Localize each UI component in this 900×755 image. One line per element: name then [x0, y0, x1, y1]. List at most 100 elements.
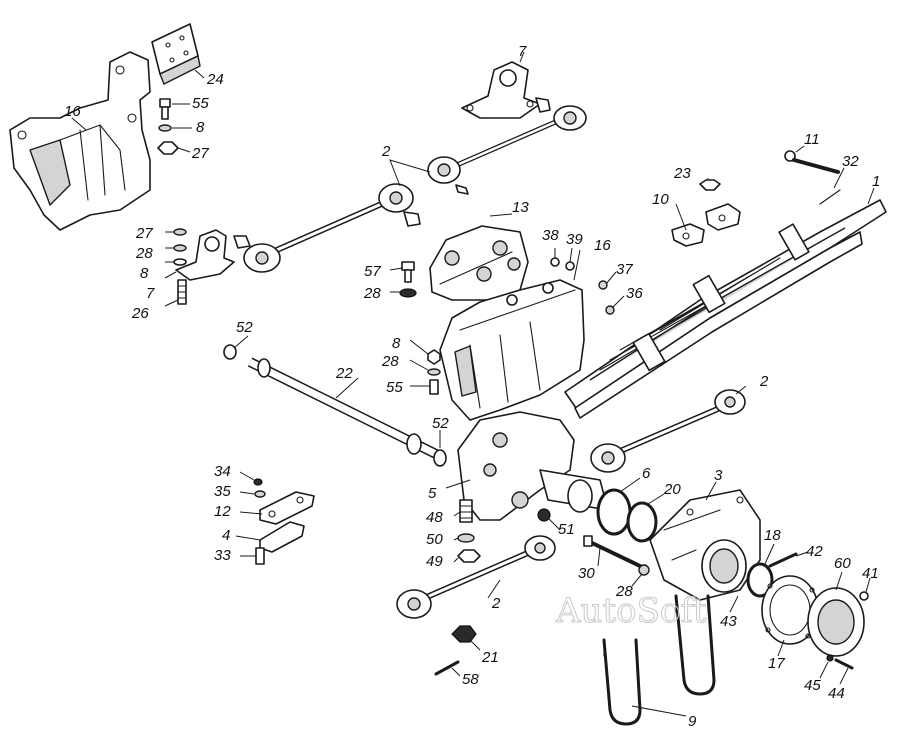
parts-plates-left	[253, 478, 315, 565]
callout-8-center: 8	[392, 335, 401, 352]
callout-35: 35	[214, 483, 231, 500]
part-42-screw	[768, 552, 798, 568]
part-21-nut	[451, 625, 477, 643]
part-60-cover	[807, 587, 865, 657]
part-32-pin	[819, 189, 841, 205]
fasteners-upper-group	[157, 98, 179, 155]
callout-34: 34	[214, 463, 231, 480]
callout-57: 57	[364, 263, 381, 280]
callout-28-mid: 28	[363, 285, 381, 302]
part-45-44-fasteners	[826, 654, 854, 670]
callout-30: 30	[578, 565, 595, 582]
callout-32: 32	[842, 153, 859, 170]
callout-41: 41	[862, 565, 879, 582]
callout-6: 6	[642, 465, 651, 482]
callout-20: 20	[663, 481, 681, 498]
callout-16-upper: 16	[64, 103, 81, 120]
callout-16-center: 16	[594, 237, 611, 254]
callout-9: 9	[688, 713, 697, 730]
callout-43: 43	[720, 613, 737, 630]
callout-26: 26	[131, 305, 149, 322]
part-23-nut	[699, 179, 721, 191]
part-41-bolt	[859, 591, 869, 601]
part-24-plate	[151, 23, 201, 85]
part-17-gasket	[761, 575, 819, 645]
callout-7-upper: 7	[518, 43, 527, 60]
callout-11: 11	[804, 131, 820, 148]
callout-labels: 24 16 55 8 27 7 2 13 27 28 8 7 26 57 28 …	[64, 43, 880, 730]
part-51-nut	[537, 508, 551, 522]
callout-12: 12	[214, 503, 231, 520]
part-3-housing	[649, 489, 761, 601]
callout-55-center: 55	[386, 379, 403, 396]
callout-52-left: 52	[236, 319, 253, 336]
callout-28-center: 28	[381, 353, 399, 370]
callout-52-center: 52	[432, 415, 449, 432]
watermark-text: AutoSoft	[555, 591, 707, 631]
fasteners-right-small	[598, 280, 615, 315]
callout-60: 60	[834, 555, 851, 572]
callout-28-lower: 28	[615, 583, 633, 600]
part-2-rod-right	[590, 389, 746, 473]
callout-50: 50	[426, 531, 443, 548]
part-5-hub	[457, 411, 609, 521]
callout-8-left: 8	[140, 265, 149, 282]
part-7-bracket-upper	[461, 61, 541, 119]
callout-22: 22	[335, 365, 353, 382]
callout-44: 44	[828, 685, 845, 702]
callout-37: 37	[616, 261, 633, 278]
callout-5: 5	[428, 485, 437, 502]
callout-17: 17	[768, 655, 785, 672]
part-28-washer-lower	[638, 564, 650, 576]
part-9-u-bolts	[602, 594, 716, 726]
callout-4: 4	[222, 527, 230, 544]
callout-55-upper: 55	[192, 95, 209, 112]
part-7-bracket-left	[173, 228, 235, 305]
part-2-rod-upper	[427, 97, 587, 195]
callout-45: 45	[804, 677, 821, 694]
callout-2-right: 2	[759, 373, 769, 390]
part-18-seal	[746, 562, 774, 598]
callout-21: 21	[481, 649, 499, 666]
part-30-bolt	[583, 535, 642, 568]
part-58-pin	[434, 660, 460, 676]
callout-27-upper: 27	[191, 145, 209, 162]
callout-33: 33	[214, 547, 231, 564]
part-1-leaf-spring	[564, 199, 887, 419]
callout-2-upper: 2	[381, 143, 391, 160]
part-16-bracket-upper	[9, 51, 151, 231]
part-10-clips	[671, 203, 741, 247]
callout-13: 13	[512, 199, 529, 216]
part-6-ring	[596, 488, 632, 536]
callout-1: 1	[872, 173, 880, 190]
fasteners-mid-group	[399, 257, 575, 298]
part-22-shaft	[223, 344, 447, 467]
callout-7-left: 7	[146, 285, 155, 302]
callout-3: 3	[714, 467, 723, 484]
callout-23: 23	[673, 165, 691, 182]
callout-51: 51	[558, 521, 575, 538]
part-2-rod-lower	[396, 535, 556, 619]
part-16-bracket-center	[439, 279, 585, 421]
callout-18: 18	[764, 527, 781, 544]
callout-38: 38	[542, 227, 559, 244]
callout-39: 39	[566, 231, 583, 248]
callout-28-left: 28	[135, 245, 153, 262]
callout-24: 24	[206, 71, 224, 88]
callout-2-lower: 2	[491, 595, 501, 612]
leader-lines	[71, 51, 875, 717]
callout-58: 58	[462, 671, 479, 688]
fasteners-center-left	[427, 349, 441, 395]
callout-48: 48	[426, 509, 443, 526]
part-13-cap	[429, 225, 529, 301]
callout-42: 42	[806, 543, 823, 560]
fasteners-lower-center	[457, 499, 481, 563]
part-11-bolt	[784, 150, 840, 174]
callout-49: 49	[426, 553, 443, 570]
callout-10: 10	[652, 191, 669, 208]
callout-27-left: 27	[135, 225, 153, 242]
part-2-rod-middle	[233, 183, 421, 273]
callout-8-upper: 8	[196, 119, 205, 136]
